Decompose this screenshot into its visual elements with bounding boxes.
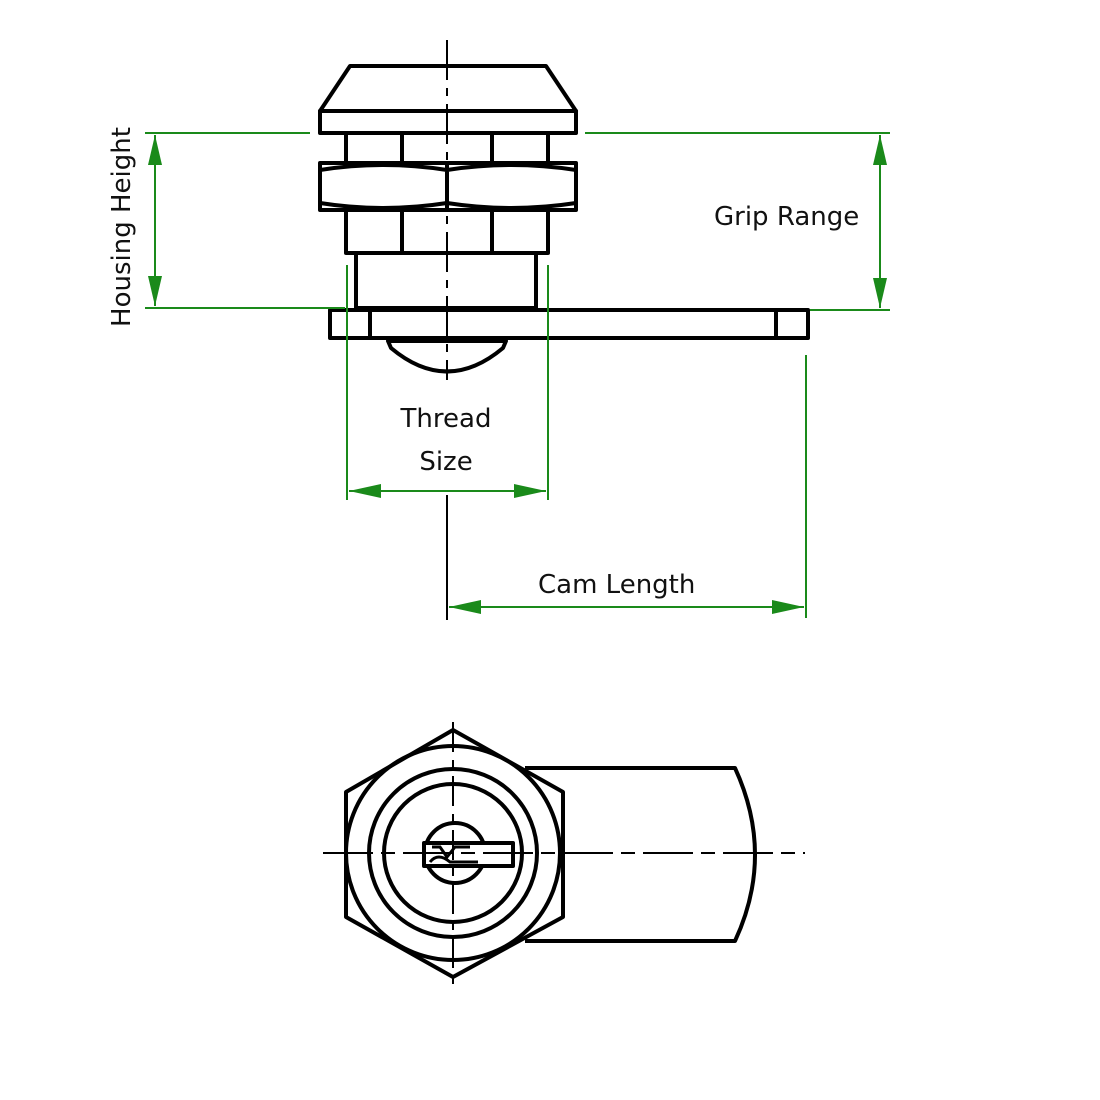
cam-front [525, 766, 757, 943]
thread-size-label-line2: Size [419, 447, 473, 477]
front-view-lock [323, 722, 805, 985]
housing-height-label: Housing Height [107, 127, 137, 327]
side-view-lock [318, 40, 810, 380]
cam-length-label: Cam Length [538, 570, 696, 600]
thread-size-label-line1: Thread [400, 404, 492, 434]
grip-range-label: Grip Range [714, 202, 860, 232]
cam-screw-dome [386, 339, 508, 374]
cam-plate [328, 308, 810, 340]
dimension-lines [145, 132, 890, 620]
